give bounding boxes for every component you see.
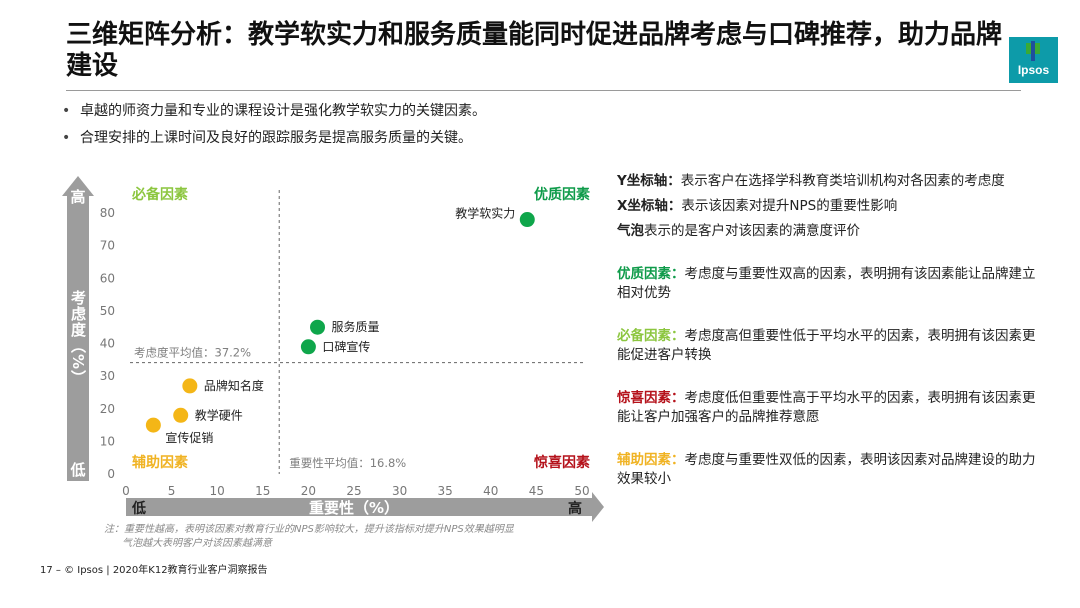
- note-premium: 优质因素：考虑度与重要性双高的因素，表明拥有该因素能让品牌建立相对优势: [617, 265, 1037, 303]
- data-point: [182, 378, 198, 394]
- data-point: [145, 417, 161, 433]
- x-tick-label: 0: [122, 484, 130, 498]
- note-must: 必备因素：考虑度高但重要性低于平均水平的因素，表明拥有该因素更能促进客户转换: [617, 327, 1037, 365]
- x-low-label: 低: [131, 500, 146, 517]
- y-tick-label: 80: [100, 206, 115, 220]
- note-x-axis-key: X坐标轴：: [617, 198, 682, 214]
- chart-note: 注：重要性越高，表明该因素对教育行业的NPS影响较大，提升该指标对提升NPS效果…: [104, 523, 517, 549]
- bullet-item: 卓越的师资力量和专业的课程设计是强化教学软实力的关键因素。: [60, 98, 820, 125]
- y-tick-label: 50: [100, 304, 115, 318]
- y-tick-label: 30: [100, 369, 115, 383]
- chart-note-line-1: 注：重要性越高，表明该因素对教育行业的NPS影响较大，提升该指标对提升NPS效果…: [104, 523, 515, 535]
- quadrant-premium-label: 优质因素: [534, 186, 590, 203]
- y-tick-label: 20: [100, 402, 115, 416]
- ipsos-logo: Ipsos: [1009, 37, 1058, 83]
- data-point: [300, 339, 316, 355]
- data-point: [310, 319, 326, 335]
- note-y-axis-text: 表示客户在选择学科教育类培训机构对各因素的考虑度: [680, 173, 1005, 189]
- data-point-label: 品牌知名度: [204, 378, 264, 393]
- data-point: [519, 212, 535, 228]
- y-axis-title: 考虑度（%）: [69, 289, 87, 386]
- y-low-label: 低: [69, 461, 85, 479]
- y-axis-title-text: 考虑度（%）: [69, 289, 87, 386]
- note-must-key: 必备因素：: [617, 328, 685, 344]
- x-tick-label: 10: [210, 484, 225, 498]
- note-y-axis: Y坐标轴：表示客户在选择学科教育类培训机构对各因素的考虑度: [617, 172, 1037, 191]
- note-x-axis: X坐标轴：表示该因素对提升NPS的重要性影响: [617, 197, 1037, 216]
- x-tick-label: 5: [168, 484, 176, 498]
- data-point-label: 教学软实力: [455, 206, 515, 221]
- note-y-axis-key: Y坐标轴：: [617, 173, 681, 189]
- x-tick-label: 20: [301, 484, 316, 498]
- x-tick-label: 50: [574, 484, 589, 498]
- page-footer: 17 – © Ipsos | 2020年K12教育行业客户洞察报告: [40, 565, 268, 576]
- legend-notes: Y坐标轴：表示客户在选择学科教育类培训机构对各因素的考虑度 X坐标轴：表示该因素…: [617, 172, 1037, 495]
- y-tick-label: 60: [100, 271, 115, 285]
- matrix-chart: 高 低 考虑度（%） 低 高 重要性（%） 01020304050607080 …: [62, 176, 604, 549]
- bullet-list: 卓越的师资力量和专业的课程设计是强化教学软实力的关键因素。 合理安排的上课时间及…: [60, 98, 820, 152]
- note-must-text: 考虑度高但重要性低于平均水平的因素，表明拥有该因素更能促进客户转换: [617, 328, 1036, 363]
- note-x-axis-text: 表示该因素对提升NPS的重要性影响: [681, 198, 898, 214]
- x-tick-label: 30: [392, 484, 407, 498]
- quadrant-must-label: 必备因素: [131, 186, 188, 203]
- x-axis-title: 重要性（%）: [309, 499, 399, 517]
- data-point-label: 宣传促销: [165, 430, 213, 445]
- x-tick-label: 15: [255, 484, 270, 498]
- note-aux-key: 辅助因素：: [617, 452, 685, 468]
- y-tick-label: 10: [100, 434, 115, 448]
- y-average-label: 考虑度平均值：37.2%: [134, 346, 251, 360]
- note-aux-text: 考虑度与重要性双低的因素，表明该因素对品牌建设的助力效果较小: [617, 452, 1036, 487]
- note-bubble-key: 气泡: [617, 223, 644, 239]
- logo-mark-icon: [1026, 41, 1040, 61]
- x-axis-arrow: [126, 492, 604, 522]
- logo-text: Ipsos: [1017, 63, 1050, 77]
- x-tick-label: 25: [346, 484, 361, 498]
- note-bubble: 气泡表示的是客户对该因素的满意度评价: [617, 222, 1037, 241]
- note-aux: 辅助因素：考虑度与重要性双低的因素，表明该因素对品牌建设的助力效果较小: [617, 451, 1037, 489]
- y-tick-label: 40: [100, 337, 115, 351]
- x-tick-label: 40: [483, 484, 498, 498]
- note-bubble-text: 表示的是客户对该因素的满意度评价: [644, 223, 860, 239]
- data-point-label: 教学硬件: [195, 407, 243, 422]
- y-high-label: 高: [70, 188, 85, 206]
- note-premium-text: 考虑度与重要性双高的因素，表明拥有该因素能让品牌建立相对优势: [617, 266, 1036, 301]
- note-surprise-key: 惊喜因素：: [617, 390, 685, 406]
- y-tick-labels: 0 10 20 30 40 50 60 70 80: [100, 206, 115, 481]
- data-point-label: 口碑宣传: [322, 339, 370, 354]
- x-tick-labels: 0 5 10 15 20 25 30 35 40 45 50: [122, 484, 589, 498]
- title-divider: [66, 90, 1021, 91]
- page-title: 三维矩阵分析：教学软实力和服务质量能同时促进品牌考虑与口碑推荐，助力品牌建设: [66, 20, 1003, 81]
- x-high-label: 高: [568, 500, 582, 517]
- y-tick-label: 0: [107, 467, 115, 481]
- y-axis-arrow: [62, 176, 94, 481]
- chart-note-line-2: 气泡越大表明客户对该因素越满意: [122, 537, 273, 549]
- x-tick-label: 45: [529, 484, 544, 498]
- bullet-item: 合理安排的上课时间及良好的跟踪服务是提高服务质量的关键。: [60, 125, 820, 152]
- data-point-label: 服务质量: [332, 319, 380, 334]
- data-point: [173, 407, 189, 423]
- note-premium-key: 优质因素：: [617, 266, 685, 282]
- y-tick-label: 70: [100, 239, 115, 253]
- x-tick-label: 35: [438, 484, 453, 498]
- note-surprise-text: 考虑度低但重要性高于平均水平的因素，表明拥有该因素更能让客户加强客户的品牌推荐意…: [617, 390, 1036, 425]
- note-surprise: 惊喜因素：考虑度低但重要性高于平均水平的因素，表明拥有该因素更能让客户加强客户的…: [617, 389, 1037, 427]
- quadrant-surprise-label: 惊喜因素: [533, 454, 590, 471]
- x-average-label: 重要性平均值：16.8%: [289, 456, 406, 470]
- quadrant-aux-label: 辅助因素: [132, 454, 188, 471]
